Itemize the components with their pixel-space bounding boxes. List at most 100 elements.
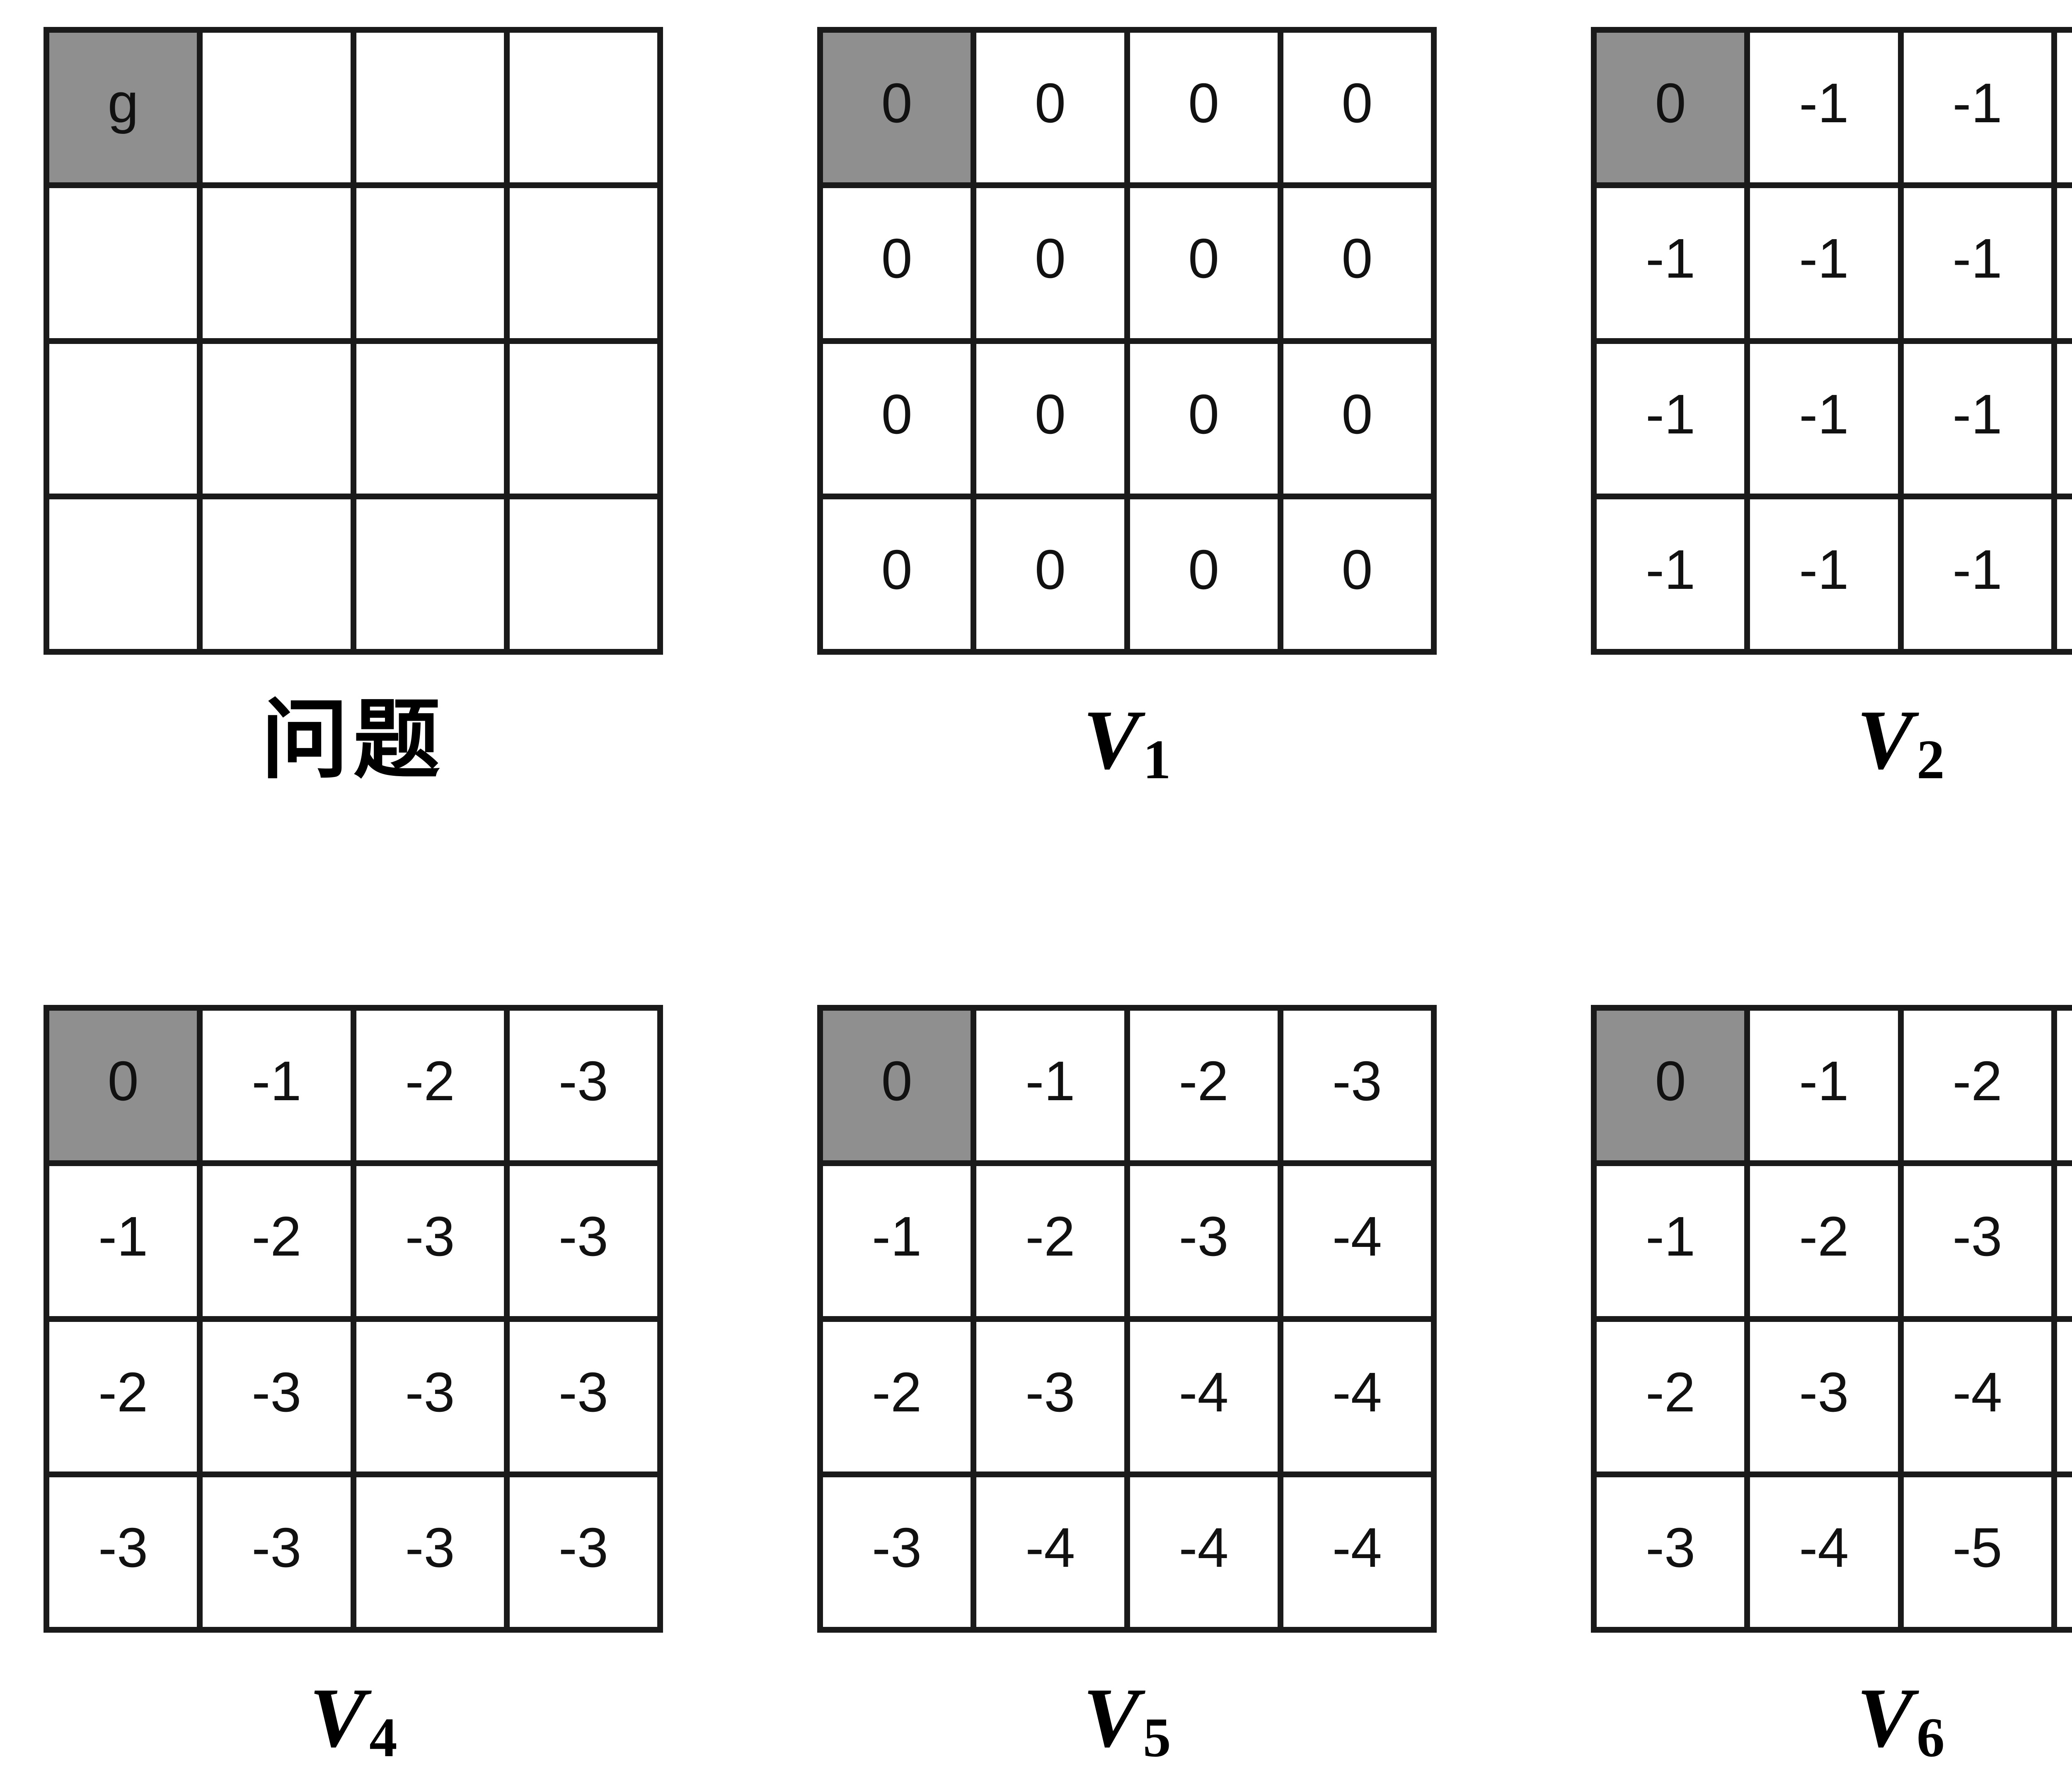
cell-v6-r2c1: -3 [1750, 1321, 1898, 1471]
caption-text-problem: 问题 [261, 688, 445, 791]
cell-v6-r0c3: -3 [2057, 1011, 2072, 1161]
cell-v1-r1c3: 0 [1283, 188, 1431, 338]
cell-v6-r3c2: -5 [1903, 1477, 2051, 1627]
cell-v4-r3c2: -3 [356, 1477, 504, 1627]
grid-problem: g [44, 27, 663, 655]
cell-v1-r2c2: 0 [1130, 344, 1278, 494]
cell-v6-r1c2: -3 [1903, 1166, 2051, 1316]
cell-v5-r3c2: -4 [1130, 1477, 1278, 1627]
cell-v5-r1c0: -1 [823, 1166, 971, 1316]
cell-v1-r2c1: 0 [976, 344, 1124, 494]
cell-v2-r1c3: -1 [2057, 188, 2072, 338]
panel-v6: 0-1-2-3-1-2-3-4-2-3-4-5-3-4-5-5V6 [1591, 1005, 2072, 1774]
cell-v2-r0c2: -1 [1903, 33, 2051, 183]
cell-v4-r0c1: -1 [203, 1011, 351, 1161]
cell-v1-r3c0: 0 [823, 499, 971, 649]
grid-v5: 0-1-2-3-1-2-3-4-2-3-4-4-3-4-4-4 [817, 1005, 1437, 1633]
cell-v5-r3c1: -4 [976, 1477, 1124, 1627]
cell-v2-r1c2: -1 [1903, 188, 2051, 338]
caption-subscript-v2: 2 [1917, 728, 1945, 791]
cell-v1-r0c3: 0 [1283, 33, 1431, 183]
cell-v2-r3c1: -1 [1750, 499, 1898, 649]
goal-cell-problem: g [49, 33, 197, 183]
cell-v6-r3c1: -4 [1750, 1477, 1898, 1627]
cell-v2-r1c0: -1 [1597, 188, 1745, 338]
cell-v1-r0c1: 0 [976, 33, 1124, 183]
cell-v4-r2c2: -3 [356, 1321, 504, 1471]
cell-v2-r2c0: -1 [1597, 344, 1745, 494]
cell-problem-r1c0 [49, 188, 197, 338]
cell-v5-r0c2: -2 [1130, 1011, 1278, 1161]
grid-v2: 0-1-1-1-1-1-1-1-1-1-1-1-1-1-1-1 [1591, 27, 2072, 655]
cell-v6-r1c1: -2 [1750, 1166, 1898, 1316]
cell-problem-r3c1 [203, 499, 351, 649]
cell-v1-r2c3: 0 [1283, 344, 1431, 494]
cell-v4-r1c0: -1 [49, 1166, 197, 1316]
cell-v4-r1c1: -2 [203, 1166, 351, 1316]
cell-problem-r2c2 [356, 344, 504, 494]
cell-v6-r2c2: -4 [1903, 1321, 2051, 1471]
cell-v1-r1c0: 0 [823, 188, 971, 338]
caption-subscript-v6: 6 [1917, 1706, 1945, 1769]
cell-v4-r2c0: -2 [49, 1321, 197, 1471]
caption-symbol-v6: V [1857, 1670, 1914, 1765]
cell-problem-r3c0 [49, 499, 197, 649]
cell-v5-r3c3: -4 [1283, 1477, 1431, 1627]
cell-v1-r3c2: 0 [1130, 499, 1278, 649]
cell-v5-r1c3: -4 [1283, 1166, 1431, 1316]
cell-v6-r3c0: -3 [1597, 1477, 1745, 1627]
cell-v4-r0c2: -2 [356, 1011, 504, 1161]
caption-symbol-v5: V [1083, 1670, 1140, 1765]
cell-v2-r3c3: -1 [2057, 499, 2072, 649]
caption-symbol-v1: V [1083, 692, 1140, 787]
caption-subscript-v4: 4 [369, 1706, 397, 1769]
cell-v6-r0c1: -1 [1750, 1011, 1898, 1161]
cell-problem-r0c3 [509, 33, 657, 183]
cell-v2-r0c3: -1 [2057, 33, 2072, 183]
cell-v1-r3c3: 0 [1283, 499, 1431, 649]
cell-v2-r3c0: -1 [1597, 499, 1745, 649]
cell-v4-r3c3: -3 [509, 1477, 657, 1627]
cell-v6-r0c2: -2 [1903, 1011, 2051, 1161]
cell-v2-r1c1: -1 [1750, 188, 1898, 338]
cell-v1-r3c1: 0 [976, 499, 1124, 649]
cell-problem-r0c1 [203, 33, 351, 183]
cell-problem-r1c2 [356, 188, 504, 338]
cell-v5-r0c3: -3 [1283, 1011, 1431, 1161]
cell-v5-r2c1: -3 [976, 1321, 1124, 1471]
cell-v2-r2c2: -1 [1903, 344, 2051, 494]
cell-problem-r0c2 [356, 33, 504, 183]
cell-v2-r2c3: -1 [2057, 344, 2072, 494]
cell-v4-r3c1: -3 [203, 1477, 351, 1627]
goal-cell-v2: 0 [1597, 33, 1745, 183]
cell-v2-r3c2: -1 [1903, 499, 2051, 649]
cell-problem-r3c3 [509, 499, 657, 649]
cell-v1-r0c2: 0 [1130, 33, 1278, 183]
cell-v5-r3c0: -3 [823, 1477, 971, 1627]
caption-subscript-v1: 1 [1143, 728, 1171, 791]
cell-v2-r0c1: -1 [1750, 33, 1898, 183]
cell-v6-r2c3: -5 [2057, 1321, 2072, 1471]
goal-cell-v1: 0 [823, 33, 971, 183]
cell-v6-r2c0: -2 [1597, 1321, 1745, 1471]
cell-problem-r2c3 [509, 344, 657, 494]
cell-problem-r1c1 [203, 188, 351, 338]
cell-v6-r1c0: -1 [1597, 1166, 1745, 1316]
cell-v1-r1c1: 0 [976, 188, 1124, 338]
caption-subscript-v5: 5 [1143, 1706, 1171, 1769]
cell-v5-r2c0: -2 [823, 1321, 971, 1471]
goal-cell-v4: 0 [49, 1011, 197, 1161]
cell-v5-r2c3: -4 [1283, 1321, 1431, 1471]
goal-cell-v6: 0 [1597, 1011, 1745, 1161]
cell-v4-r1c3: -3 [509, 1166, 657, 1316]
